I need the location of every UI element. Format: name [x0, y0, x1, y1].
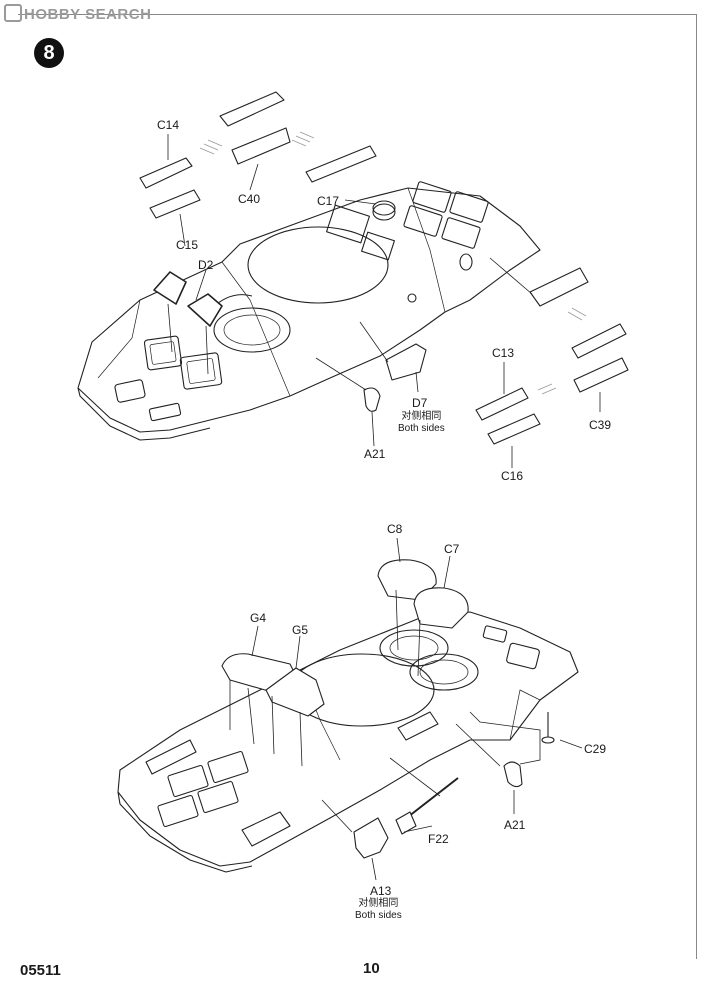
top-rear-hatches — [403, 181, 489, 249]
page-number: 10 — [363, 960, 380, 977]
label-g5: G5 — [292, 623, 309, 637]
watermark-logo-icon — [4, 4, 22, 22]
label-c7: C7 — [444, 542, 460, 556]
top-turret-ring — [247, 226, 389, 304]
top-hull-outline — [77, 187, 541, 433]
bottom-parts — [221, 559, 555, 859]
bottom-cupola-right — [409, 653, 479, 691]
note-d7-both-sides: 对侧相同 Both sides — [398, 411, 445, 434]
step-number-badge: 8 — [34, 38, 64, 68]
top-cupola — [213, 307, 291, 353]
label-f22: F22 — [428, 832, 449, 846]
label-a13: A13 — [370, 884, 392, 898]
label-c8: C8 — [387, 522, 403, 536]
label-a21-bottom: A21 — [504, 818, 526, 832]
page-frame — [18, 14, 697, 959]
note-a13-both-sides: 对侧相同 Both sides — [355, 898, 402, 921]
label-c40: C40 — [238, 192, 261, 206]
bottom-leader-lines — [229, 537, 583, 881]
label-c16: C16 — [501, 469, 524, 483]
label-c15: C15 — [176, 238, 199, 252]
d2-block-left — [153, 271, 187, 305]
label-c17: C17 — [317, 194, 340, 208]
top-hatch-left — [143, 335, 183, 371]
d2-block-right — [187, 293, 223, 327]
label-c29: C29 — [584, 742, 607, 756]
top-leader-lines — [167, 134, 601, 468]
top-hatch-right — [179, 352, 223, 390]
top-parts — [139, 91, 629, 445]
label-c13: C13 — [492, 346, 515, 360]
top-motion-hints — [199, 131, 587, 395]
product-code: 05511 — [20, 962, 61, 979]
label-d7: D7 — [412, 396, 428, 410]
label-c39: C39 — [589, 418, 612, 432]
label-d2: D2 — [198, 258, 214, 272]
watermark: HOBBY SEARCH — [4, 4, 151, 23]
c8-lid — [377, 559, 437, 601]
a13-flap — [353, 817, 389, 859]
label-g4: G4 — [250, 611, 267, 625]
bottom-cupola-left — [379, 629, 449, 667]
c7-lid — [413, 587, 469, 629]
bottom-rear-hatches — [157, 750, 249, 828]
top-periscope-dome — [372, 203, 396, 221]
label-a21-top: A21 — [364, 447, 386, 461]
label-c14: C14 — [157, 118, 180, 132]
